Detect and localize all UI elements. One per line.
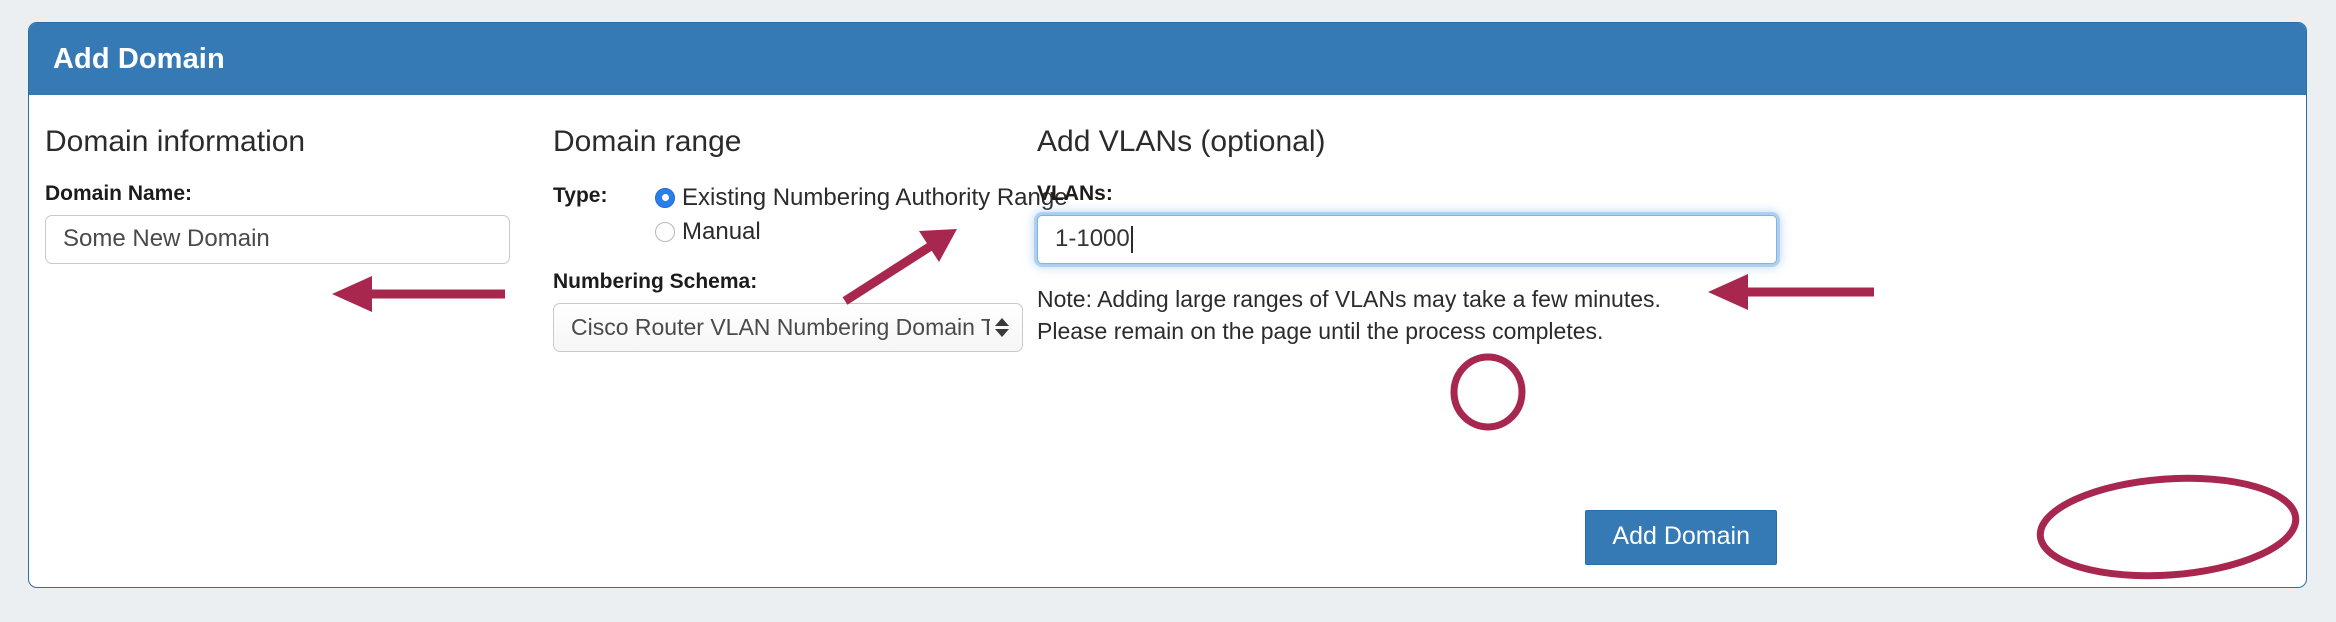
numbering-schema-value: Cisco Router VLAN Numbering Domain Templ… xyxy=(571,313,990,340)
vlans-label: VLANs: xyxy=(1037,181,1113,205)
submit-row: Add Domain xyxy=(1037,510,1777,565)
radio-existing-numbering-authority-range[interactable]: Existing Numbering Authority Range xyxy=(655,181,1068,215)
numbering-schema-label: Numbering Schema: xyxy=(553,269,758,293)
up-down-stepper-icon[interactable] xyxy=(992,317,1012,337)
type-radio-group: Existing Numbering Authority Range Manua… xyxy=(655,181,1068,249)
domain-range-heading: Domain range xyxy=(553,125,742,158)
radio-selected-icon[interactable] xyxy=(655,187,675,208)
radio-manual[interactable]: Manual xyxy=(655,215,1068,249)
page-title: Add Domain xyxy=(53,42,225,75)
domain-name-label: Domain Name: xyxy=(45,181,193,205)
add-vlans-column: Add VLANs (optional) VLANs: 1-1000 Note:… xyxy=(1037,95,1777,348)
panel-header: Add Domain xyxy=(29,23,2306,95)
domain-information-column: Domain information Domain Name: Some New… xyxy=(45,95,525,264)
text-caret xyxy=(1130,225,1133,253)
vlans-input[interactable]: 1-1000 xyxy=(1037,214,1777,264)
vlans-value: 1-1000 xyxy=(1055,225,1130,253)
domain-name-value: Some New Domain xyxy=(63,225,270,253)
radio-label: Manual xyxy=(682,217,761,245)
domain-information-heading: Domain information xyxy=(45,125,306,158)
panel-body: Domain information Domain Name: Some New… xyxy=(29,95,2306,587)
domain-name-input[interactable]: Some New Domain xyxy=(45,214,510,264)
type-row: Type: Existing Numbering Authority Range… xyxy=(553,181,1068,249)
radio-label: Existing Numbering Authority Range xyxy=(682,183,1068,211)
add-vlans-heading: Add VLANs (optional) xyxy=(1037,125,1326,158)
numbering-schema-select[interactable]: Cisco Router VLAN Numbering Domain Templ… xyxy=(553,302,1023,352)
domain-range-column: Domain range Type: Existing Numbering Au… xyxy=(553,95,1068,352)
type-label: Type: xyxy=(553,183,608,207)
add-domain-panel: Add Domain Domain information Domain Nam… xyxy=(28,22,2307,588)
radio-unselected-icon[interactable] xyxy=(655,221,675,242)
add-domain-button[interactable]: Add Domain xyxy=(1585,510,1777,565)
vlans-note: Note: Adding large ranges of VLANs may t… xyxy=(1037,285,1661,345)
